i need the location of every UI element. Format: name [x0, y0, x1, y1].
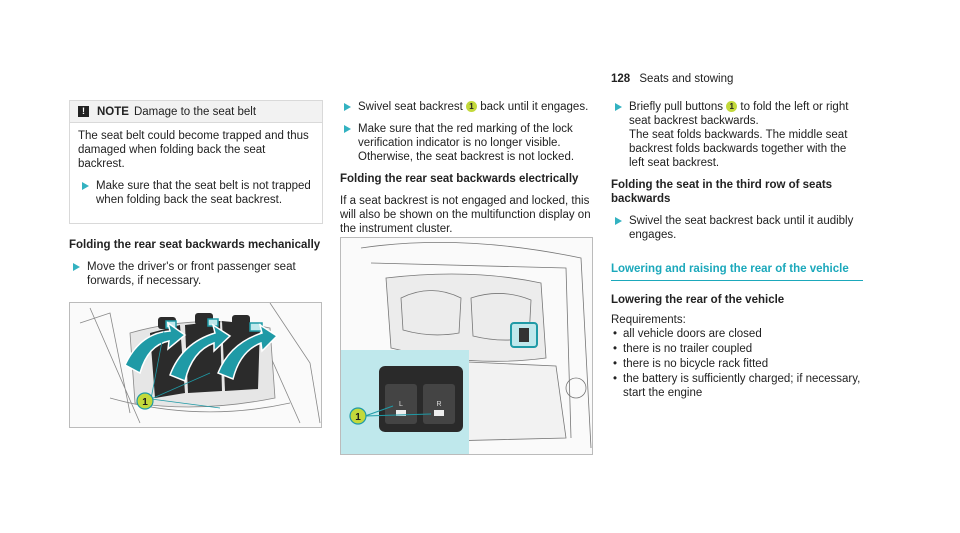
subheading-lowering: Lowering the rear of the vehicle	[611, 294, 785, 306]
trunk-illustration: L R 1	[341, 242, 592, 454]
callout-1-inline: 1	[466, 101, 478, 112]
callout-1-label: 1	[142, 397, 148, 408]
list-item: the battery is sufficiently charged; if …	[611, 372, 863, 400]
note-step: Make sure that the seat belt is not trap…	[78, 179, 314, 211]
rear-seats-illustration: 1	[79, 303, 321, 424]
step-text: Swivel the seat backrest back until it a…	[629, 215, 854, 241]
section-name: Seats and stowing	[639, 73, 734, 85]
note-step-text: Make sure that the seat belt is not trap…	[96, 180, 311, 206]
column-2: Swivel seat backrest 1 back until it eng…	[340, 100, 592, 236]
callout-1-marker	[349, 407, 367, 425]
step-arrow-icon	[615, 103, 622, 111]
page-header: 128 Seats and stowing	[611, 72, 733, 86]
section-title-lowering: Lowering and raising the rear of the veh…	[611, 262, 863, 281]
step-arrow-icon	[82, 182, 89, 190]
step-check-lock: Make sure that the red marking of the lo…	[340, 122, 592, 168]
page-number: 128	[611, 73, 631, 85]
step-text-a: Briefly pull buttons	[629, 101, 723, 113]
figure-rear-seats: 1	[69, 302, 322, 428]
button-left-label: L	[399, 401, 403, 408]
step-swivel-backrest: Swivel seat backrest 1 back until it eng…	[340, 100, 592, 118]
step-arrow-icon	[73, 263, 80, 271]
requirements-label: Requirements:	[611, 314, 686, 326]
note-subject: Damage to the seat belt	[133, 105, 257, 118]
paragraph-lock-warning: If a seat backrest is not engaged and lo…	[340, 195, 591, 235]
warning-icon: !	[78, 106, 89, 117]
step-text-a: Swivel seat backrest	[358, 101, 463, 113]
step-arrow-icon	[615, 217, 622, 225]
note-box: ! NOTE Damage to the seat belt The seat …	[69, 100, 323, 224]
step-pull-buttons: Briefly pull buttons 1 to fold the left …	[611, 100, 863, 174]
step-text: Move the driver's or front passenger sea…	[87, 261, 296, 287]
step-swivel-third-row: Swivel the seat backrest back until it a…	[611, 214, 863, 246]
step-text: Make sure that the red marking of the lo…	[358, 123, 575, 163]
callout-1-marker	[136, 392, 154, 410]
figure-trunk-buttons: L R 1	[340, 237, 593, 455]
step-arrow-icon	[344, 103, 351, 111]
step-text-b: to fold the left or right seat backrest …	[629, 101, 849, 127]
list-item: there is no trailer coupled	[611, 342, 863, 356]
heading-mechanical-fold: Folding the rear seat backwards mechanic…	[69, 239, 321, 251]
callout-1-inline: 1	[726, 101, 738, 112]
button-right-label: R	[436, 401, 441, 408]
note-text: The seat belt could become trapped and t…	[78, 130, 309, 170]
heading-electrical-fold: Folding the rear seat backwards electric…	[340, 173, 579, 185]
note-body: The seat belt could become trapped and t…	[70, 123, 322, 223]
note-header: ! NOTE Damage to the seat belt	[70, 101, 322, 123]
column-3: Briefly pull buttons 1 to fold the left …	[611, 100, 863, 401]
callout-1-label: 1	[355, 412, 361, 423]
heading-third-row: Folding the seat in the third row of sea…	[611, 179, 833, 205]
step-move-seat: Move the driver's or front passenger sea…	[69, 260, 321, 292]
list-item: there is no bicycle rack fitted	[611, 357, 863, 371]
step-arrow-icon	[344, 125, 351, 133]
column-1: ! NOTE Damage to the seat belt The seat …	[69, 100, 323, 296]
list-item: all vehicle doors are closed	[611, 327, 863, 341]
note-title: NOTE	[97, 105, 129, 118]
step-text-b: back until it engages.	[480, 101, 589, 113]
step-result-text: The seat folds backwards. The middle sea…	[629, 129, 848, 169]
requirements-list: all vehicle doors are closed there is no…	[611, 327, 863, 400]
